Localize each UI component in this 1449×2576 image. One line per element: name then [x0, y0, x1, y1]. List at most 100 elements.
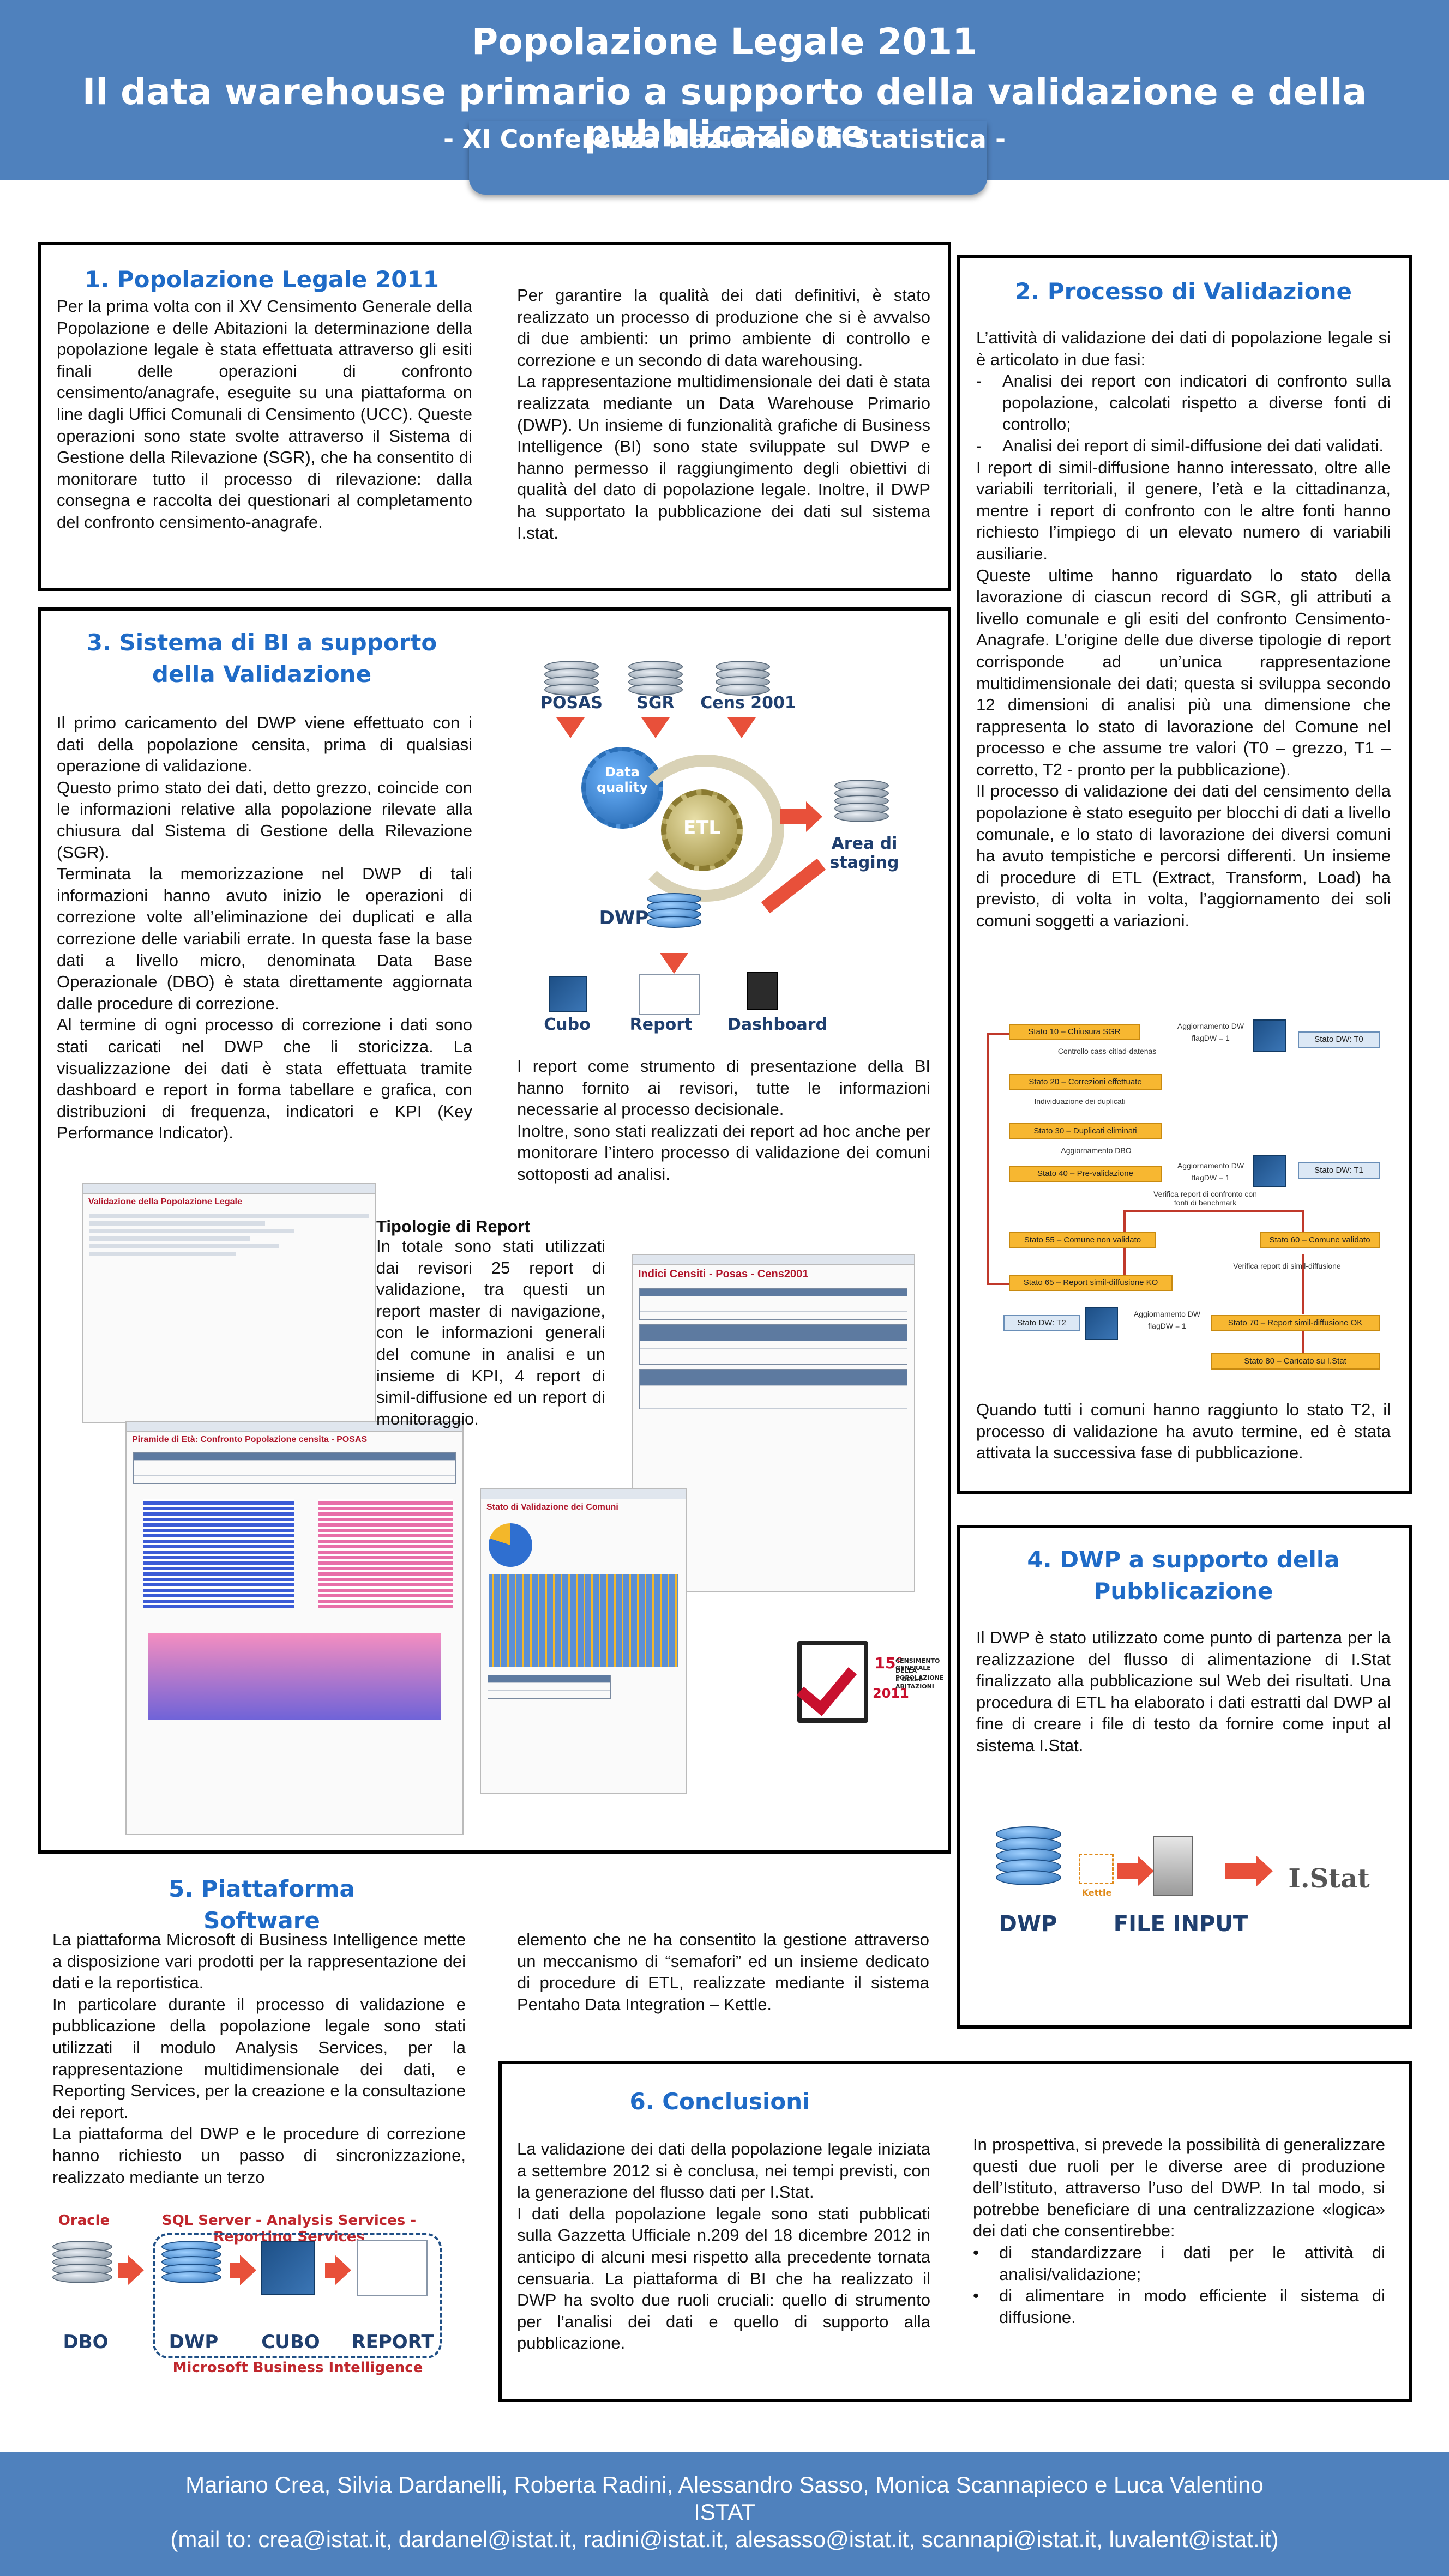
msbi-container: [153, 2233, 442, 2358]
flag-label: flagDW = 1: [1192, 1034, 1230, 1042]
section-3-p4: Al termine di ogni processo di correzion…: [57, 1015, 472, 1143]
arrow-icon: [780, 801, 822, 832]
section-3-text: Il primo caricamento del DWP viene effet…: [57, 712, 472, 1144]
section-3-p5: I report come strumento di presentazione…: [517, 1057, 930, 1119]
database-icon: [161, 2241, 221, 2283]
report-types-text: In totale sono stati utilizzati dai revi…: [376, 1236, 605, 1428]
report-types-title: Tipologie di Report: [376, 1217, 530, 1236]
report-screenshot: Piramide di Età: Confronto Popolazione c…: [125, 1421, 464, 1835]
section-1-col2-p1: Per garantire la qualità dei dati defini…: [517, 286, 930, 370]
cube-icon: [1253, 1155, 1286, 1187]
list-item: •di standardizzare i dati per le attivit…: [973, 2242, 1385, 2284]
database-icon: [544, 661, 599, 696]
logo-line3: E DELLE ABITAZIONI: [895, 1676, 934, 1690]
poster-subtitle: Il data warehouse primario a supporto de…: [82, 71, 1367, 155]
sgr-label: SGR: [636, 693, 675, 713]
pyramid-chart-icon: [143, 1499, 294, 1608]
list-item: -Analisi dei report con indicatori di co…: [976, 371, 1391, 434]
dw-state-t1: Stato DW: T1: [1298, 1162, 1380, 1179]
section-3-text-right: I report come strumento di presentazione…: [517, 1055, 930, 1185]
state-55: Stato 55 – Comune non validato: [1009, 1232, 1156, 1248]
section-2-p2: I report di simil-diffusione hanno inter…: [976, 457, 1391, 563]
section-1-col1: Per la prima volta con il XV Censimento …: [57, 297, 472, 532]
section-6-col1-p1: La validazione dei dati della popolazion…: [517, 2139, 930, 2202]
cens-label: Cens 2001: [700, 693, 796, 713]
section-2-list: -Analisi dei report con indicatori di co…: [976, 370, 1391, 456]
section-6-col1-p2: I dati della popolazione legale sono sta…: [517, 2204, 930, 2353]
logo-line1: CENSIMENTO GENERALE: [895, 1657, 940, 1672]
etl-gear-icon: [661, 789, 743, 871]
section-6-col1: La validazione dei dati della popolazion…: [517, 2138, 930, 2354]
section-6-col2-p1: In prospettiva, si prevede la possibilit…: [973, 2135, 1385, 2241]
report-label: Report: [629, 1015, 693, 1034]
poster-title: Popolazione Legale 2011: [471, 21, 978, 63]
arrow-icon: [727, 717, 756, 738]
authors: Mariano Crea, Silvia Dardanelli, Roberta…: [185, 2472, 1264, 2497]
contact-emails: (mail to: crea@istat.it, dardanel@istat.…: [170, 2526, 1279, 2552]
report-label: REPORT: [351, 2331, 434, 2353]
report-icon: [639, 974, 700, 1015]
section-5-col2: elemento che ne ha consentito la gestion…: [517, 1930, 929, 2014]
database-icon: [628, 661, 683, 696]
arrow-icon: [325, 2255, 351, 2285]
msbi-label: Microsoft Business Intelligence: [172, 2360, 423, 2376]
section-4-box: [957, 1525, 1412, 2029]
dashboard-icon: [747, 972, 778, 1010]
section-6-box: [498, 2061, 1412, 2402]
dw-state-t0: Stato DW: T0: [1298, 1031, 1380, 1048]
section-3-p6: Inoltre, sono stati realizzati dei repor…: [517, 1121, 930, 1184]
cube-icon: [549, 976, 587, 1012]
flow-note: Verifica report di simil-diffusione: [1233, 1262, 1341, 1270]
section-1-title: 1. Popolazione Legale 2011: [85, 266, 439, 293]
flow-note: Aggiornamento DBO: [1061, 1146, 1132, 1155]
section-2-text: L’attività di validazione dei dati di po…: [976, 327, 1391, 932]
subtitle-tab: [469, 121, 987, 195]
section-6-title: 6. Conclusioni: [629, 2088, 810, 2115]
flag-label: flagDW = 1: [1148, 1322, 1186, 1330]
database-icon: [647, 893, 701, 928]
state-80: Stato 80 – Caricato su I.Stat: [1211, 1353, 1380, 1370]
report-screenshot: Stato di Validazione dei Comuni: [480, 1488, 687, 1794]
report-screenshot: Validazione della Popolazione Legale: [82, 1183, 376, 1423]
list-item: •di alimentare in modo efficiente il sis…: [973, 2286, 1385, 2327]
database-icon: [716, 661, 770, 696]
etl-label: ETL: [683, 817, 721, 838]
arrow-icon: [1225, 1856, 1273, 1886]
file-icon: [1153, 1836, 1193, 1896]
section-5-col1: La piattaforma Microsoft di Business Int…: [52, 1929, 466, 2188]
dw-update-label: Aggiornamento DW: [1133, 1310, 1201, 1318]
logo-line2: DELLA POPOLAZIONE: [895, 1667, 944, 1681]
cube-icon: [1085, 1307, 1118, 1340]
section-6-col2: In prospettiva, si prevede la possibilit…: [973, 2134, 1385, 2328]
flow-note: Individuazione dei duplicati: [1034, 1097, 1126, 1106]
section-3-p2: Questo primo stato dei dati, detto grezz…: [57, 777, 472, 862]
section-4-title: 4. DWP a supporto della Pubblicazione: [1027, 1546, 1340, 1604]
check-icon: [797, 1641, 868, 1723]
dwp-label: DWP: [169, 2331, 219, 2353]
istat-logo: I.Stat: [1288, 1863, 1370, 1894]
section-5-p2: In particolare durante il processo di va…: [52, 1994, 466, 2122]
state-30: Stato 30 – Duplicati eliminati: [1009, 1123, 1162, 1139]
dw-update-label: Aggiornamento DW: [1177, 1161, 1244, 1170]
section-5-p1: La piattaforma Microsoft di Business Int…: [52, 1930, 466, 1993]
section-2-p3: Queste ultime hanno riguardato lo stato …: [976, 565, 1391, 779]
section-5-title: 5. Piattaforma Software: [169, 1875, 355, 1934]
section-1-col2: Per garantire la qualità dei dati defini…: [517, 285, 930, 544]
section-2-title: 2. Processo di Validazione: [1015, 278, 1352, 305]
dwp-label: DWP: [999, 1911, 1057, 1936]
list-item: -Analisi dei report di simil-diffusione …: [976, 436, 1384, 455]
pie-chart-icon: [489, 1523, 532, 1567]
arrow-icon: [230, 2255, 256, 2285]
flag-label: flagDW = 1: [1192, 1173, 1230, 1182]
state-65: Stato 65 – Report simil-diffusione KO: [1009, 1275, 1173, 1291]
section-2-p4: Il processo di validazione dei dati del …: [976, 781, 1391, 931]
logo-number: 15°: [874, 1654, 904, 1672]
dw-state-t2: Stato DW: T2: [1003, 1315, 1080, 1331]
cube-icon: [261, 2241, 315, 2295]
sql-server-label: SQL Server - Analysis Services - Reporti…: [161, 2212, 417, 2245]
section-3-title: 3. Sistema di BI a supporto della Valida…: [86, 629, 437, 687]
kettle-label: Kettle: [1081, 1887, 1112, 1898]
section-3-p1: Il primo caricamento del DWP viene effet…: [57, 713, 472, 776]
arrow-icon: [660, 953, 688, 974]
posas-label: POSAS: [540, 693, 603, 713]
